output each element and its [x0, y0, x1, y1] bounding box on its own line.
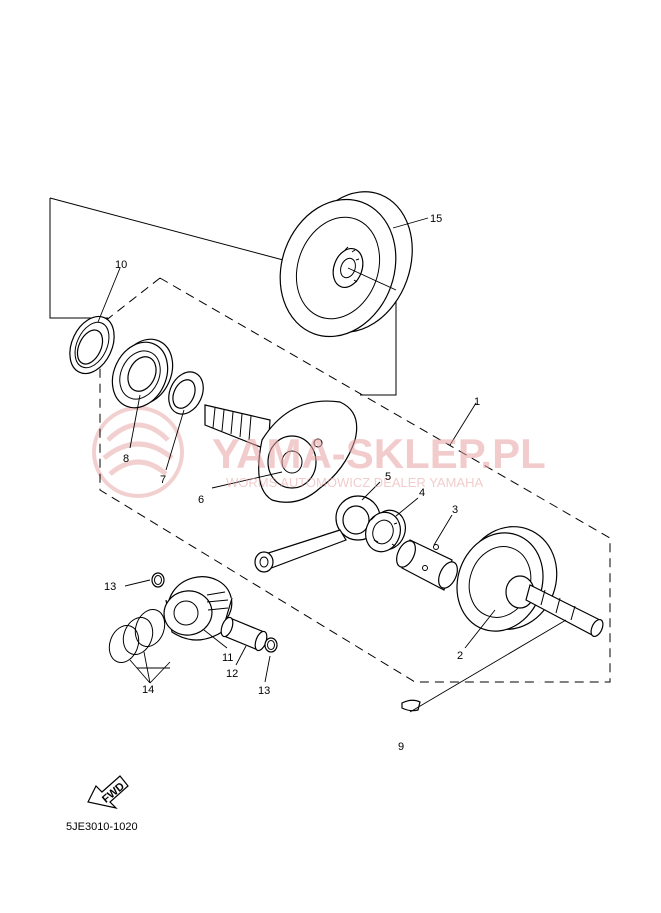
- callout-1: 1: [474, 396, 480, 408]
- callout-5: 5: [385, 471, 391, 483]
- callout-11: 11: [222, 652, 233, 664]
- part-3-crank-pin: [396, 539, 458, 591]
- part-9-key: [401, 699, 421, 712]
- callout-13a: 13: [104, 581, 116, 593]
- callout-7: 7: [160, 474, 166, 486]
- group-boundary-dashed: [99, 277, 611, 683]
- callout-3: 3: [452, 504, 458, 516]
- part-14-ring-set: [108, 609, 166, 663]
- part-7-spacer: [168, 371, 204, 415]
- part-6-crank-left: [204, 400, 358, 503]
- part-13-circlip-b: [264, 637, 278, 653]
- part-13-circlip-a: [151, 572, 165, 588]
- part-10-oil-seal: [69, 315, 115, 375]
- callout-12: 12: [226, 668, 238, 680]
- fwd-arrow-icon: FWD: [87, 775, 129, 810]
- part-2-crank-right: [456, 526, 604, 638]
- callout-2: 2: [457, 650, 463, 662]
- callout-6: 6: [198, 494, 204, 506]
- part-11-piston: [163, 576, 233, 641]
- callout-8: 8: [123, 453, 129, 465]
- watermark-logo: [92, 406, 184, 498]
- diagram-code: 5JE3010-1020: [66, 821, 138, 833]
- part-4-needle-bearing: [365, 509, 406, 553]
- part-15-rotor: [279, 191, 413, 338]
- watermark-sub: WORMS AUTOMOWICZ DEALER YAMAHA: [226, 475, 483, 490]
- group-boundary-solid: [49, 197, 397, 396]
- part-12-piston-pin: [220, 616, 268, 652]
- callout-4: 4: [419, 487, 425, 499]
- callout-9: 9: [398, 741, 404, 753]
- callout-14: 14: [142, 684, 154, 696]
- watermark-main: YAMA-SKLEP.PL: [212, 430, 546, 477]
- part-8-bearing: [111, 338, 174, 409]
- part-5-conrod: [254, 495, 381, 573]
- leader-lines: [97, 217, 567, 713]
- callout-15: 15: [430, 213, 442, 225]
- callout-10: 10: [115, 259, 127, 271]
- callout-13b: 13: [258, 685, 270, 697]
